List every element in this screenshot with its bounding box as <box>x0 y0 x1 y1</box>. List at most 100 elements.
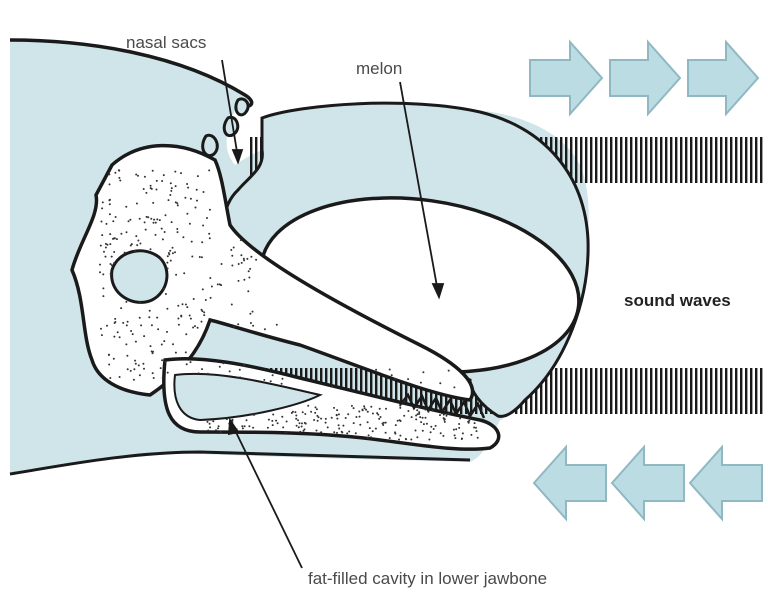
stipple-dot <box>150 187 152 189</box>
stipple-dot <box>166 308 168 310</box>
stipple-dot <box>336 418 338 420</box>
stipple-dot <box>345 417 347 419</box>
stipple-dot <box>126 355 128 357</box>
stipple-dot <box>115 216 117 218</box>
stipple-dot <box>166 331 168 333</box>
stipple-dot <box>156 189 158 191</box>
stipple-dot <box>418 411 420 413</box>
stipple-dot <box>422 417 424 419</box>
stipple-dot <box>249 268 251 270</box>
stipple-dot <box>355 416 357 418</box>
stipple-dot <box>252 311 254 313</box>
stipple-dot <box>117 331 119 333</box>
stipple-dot <box>152 170 154 172</box>
stipple-dot <box>282 378 284 380</box>
nasal-sac-3 <box>203 135 218 155</box>
stipple-dot <box>192 327 194 329</box>
stipple-dot <box>167 268 169 270</box>
stipple-dot <box>135 341 137 343</box>
stipple-dot <box>435 425 437 427</box>
stipple-dot <box>242 427 244 429</box>
stipple-dot <box>113 251 115 253</box>
stipple-dot <box>108 364 110 366</box>
stipple-dot <box>336 414 338 416</box>
stipple-dot <box>243 258 245 260</box>
stipple-dot <box>243 364 245 366</box>
stipple-dot <box>443 414 445 416</box>
stipple-dot <box>389 437 391 439</box>
stipple-dot <box>137 175 139 177</box>
stipple-dot <box>99 271 101 273</box>
stipple-dot <box>161 180 163 182</box>
stipple-dot <box>270 380 272 382</box>
stipple-dot <box>310 411 312 413</box>
stipple-dot <box>133 368 135 370</box>
stipple-dot <box>145 229 147 231</box>
stipple-dot <box>240 239 242 241</box>
stipple-dot <box>102 287 104 289</box>
stipple-dot <box>313 419 315 421</box>
stipple-dot <box>113 336 115 338</box>
stipple-dot <box>143 335 145 337</box>
stipple-dot <box>297 419 299 421</box>
stipple-dot <box>156 317 158 319</box>
stipple-dot <box>295 418 297 420</box>
stipple-dot <box>359 424 361 426</box>
stipple-dot <box>105 243 107 245</box>
stipple-dot <box>367 437 369 439</box>
stipple-dot <box>108 354 110 356</box>
stipple-dot <box>420 421 422 423</box>
stipple-dot <box>166 262 168 264</box>
stipple-dot <box>454 434 456 436</box>
stipple-dot <box>338 428 340 430</box>
stipple-dot <box>348 431 350 433</box>
stipple-dot <box>184 197 186 199</box>
stipple-dot <box>277 422 279 424</box>
stipple-dot <box>125 301 127 303</box>
stipple-dot <box>395 424 397 426</box>
stipple-dot <box>169 194 171 196</box>
stipple-dot <box>298 426 300 428</box>
stipple-dot <box>325 422 327 424</box>
stipple-dot <box>174 171 176 173</box>
stipple-dot <box>240 254 242 256</box>
stipple-dot <box>165 293 167 295</box>
outgoing-arrows <box>530 42 758 114</box>
stipple-dot <box>217 427 219 429</box>
stipple-dot <box>222 362 224 364</box>
stipple-dot <box>281 383 283 385</box>
stipple-dot <box>231 304 233 306</box>
stipple-dot <box>422 371 424 373</box>
stipple-dot <box>473 427 475 429</box>
stipple-dot <box>255 259 257 261</box>
stipple-dot <box>338 413 340 415</box>
stipple-dot <box>209 209 211 211</box>
stipple-dot <box>142 363 144 365</box>
stipple-dot <box>125 343 127 345</box>
stipple-dot <box>333 431 335 433</box>
stipple-dot <box>135 235 137 237</box>
stipple-dot <box>109 243 111 245</box>
stipple-dot <box>152 202 154 204</box>
stipple-dot <box>120 307 122 309</box>
stipple-dot <box>102 273 104 275</box>
stipple-dot <box>139 301 141 303</box>
stipple-dot <box>375 369 377 371</box>
label-sound-waves: sound waves <box>624 291 731 310</box>
stipple-dot <box>282 426 284 428</box>
stipple-dot <box>294 411 296 413</box>
stipple-dot <box>369 427 371 429</box>
stipple-dot <box>320 431 322 433</box>
stipple-dot <box>207 430 209 432</box>
stipple-dot <box>139 317 141 319</box>
stipple-dot <box>231 255 233 257</box>
stipple-dot <box>175 352 177 354</box>
stipple-dot <box>149 310 151 312</box>
stipple-dot <box>105 256 107 258</box>
stipple-dot <box>209 423 211 425</box>
stipple-dot <box>133 379 135 381</box>
stipple-dot <box>385 422 387 424</box>
stipple-dot <box>118 170 120 172</box>
stipple-dot <box>102 295 104 297</box>
stipple-dot <box>241 262 243 264</box>
